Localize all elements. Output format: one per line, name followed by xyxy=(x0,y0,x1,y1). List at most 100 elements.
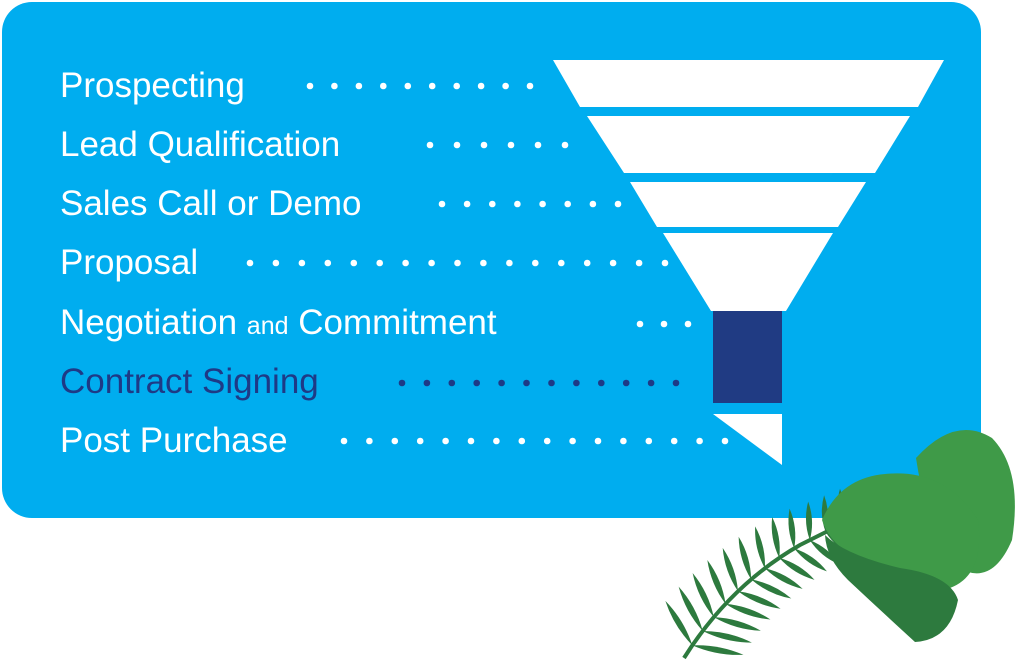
palm-frond xyxy=(738,536,752,580)
leader-dot xyxy=(583,259,591,267)
leader-dot xyxy=(463,200,471,208)
leader-dots xyxy=(246,82,729,445)
palm-frond xyxy=(771,517,780,558)
leader-dot xyxy=(493,437,500,445)
stage-label-commitment: Commitment xyxy=(288,303,497,342)
leader-dot xyxy=(620,437,627,445)
leader-dot xyxy=(473,379,481,387)
palm-frond xyxy=(692,645,744,655)
stage-label-prospecting: Prospecting xyxy=(60,66,245,105)
funnel-layer-post-purchase xyxy=(713,414,782,465)
green-leaf-icon xyxy=(822,429,1015,642)
leader-dot xyxy=(598,379,605,387)
leader-dot xyxy=(543,437,551,445)
leader-dot xyxy=(306,82,314,90)
leader-dot xyxy=(391,437,399,445)
stage-label-proposal: Proposal xyxy=(60,243,199,282)
leader-dot xyxy=(350,259,358,267)
leader-dot xyxy=(477,82,485,90)
palm-frond xyxy=(692,572,714,618)
funnel-layer-prospecting xyxy=(553,60,944,107)
leader-dot xyxy=(609,259,617,267)
leader-dot xyxy=(454,259,461,267)
leader-dot xyxy=(661,259,669,267)
leader-dot xyxy=(366,437,373,445)
leader-dot xyxy=(453,82,461,90)
leader-dot xyxy=(672,379,680,387)
stage-label-negotiation-and-commitment: Negotiation and Commitment xyxy=(60,303,497,343)
leader-dot xyxy=(569,437,576,445)
palm-frond xyxy=(678,586,703,631)
palm-frond xyxy=(794,548,827,572)
leader-dot xyxy=(404,82,412,90)
palm-frond xyxy=(738,591,781,609)
leader-dot xyxy=(594,437,602,445)
palm-leaf-icon xyxy=(665,482,884,660)
leader-dot xyxy=(670,437,678,445)
palm-frond xyxy=(702,630,752,643)
leader-dot xyxy=(573,379,580,387)
leader-dot xyxy=(514,200,521,208)
leader-dot xyxy=(428,259,435,267)
leader-dot xyxy=(622,379,630,387)
funnel-layer-lead-qualification xyxy=(587,116,910,173)
leader-dot xyxy=(355,82,363,90)
leader-dot xyxy=(380,82,387,90)
palm-frond xyxy=(713,617,761,631)
leader-dot xyxy=(721,437,729,445)
leader-dot xyxy=(272,259,280,267)
leader-dot xyxy=(340,437,348,445)
leader-dot xyxy=(480,141,488,149)
leader-dot xyxy=(502,82,509,90)
leader-dot xyxy=(561,141,569,149)
leader-dot xyxy=(684,320,692,328)
leader-dot xyxy=(376,259,384,267)
leader-dot xyxy=(614,200,622,208)
leader-dot xyxy=(506,259,513,267)
stage-label-lead-qualification: Lead Qualification xyxy=(60,125,341,164)
palm-frond xyxy=(755,526,765,569)
leader-dot xyxy=(507,141,515,149)
leader-dot xyxy=(539,200,546,208)
funnel-layer-sales-call xyxy=(630,182,866,227)
leader-dot xyxy=(635,259,643,267)
leader-dot xyxy=(428,82,436,90)
stage-label-contract-signing: Contract Signing xyxy=(60,362,319,401)
leader-dot xyxy=(442,437,449,445)
leader-dot xyxy=(534,141,542,149)
palm-frond xyxy=(751,579,792,599)
leader-dot xyxy=(548,379,555,387)
palm-frond xyxy=(805,501,813,541)
leader-dot xyxy=(489,200,496,208)
leader-dot xyxy=(498,379,505,387)
leader-dot xyxy=(426,141,434,149)
leader-dot xyxy=(453,141,461,149)
stage-label-sales-call-or-demo: Sales Call or Demo xyxy=(60,184,362,223)
funnel-layer-proposal xyxy=(663,233,833,311)
leader-dot xyxy=(398,379,406,387)
funnel-shapes xyxy=(553,60,944,465)
leader-dot xyxy=(564,200,571,208)
leader-dot xyxy=(589,200,597,208)
palm-frond xyxy=(725,603,771,620)
palm-frond xyxy=(788,508,796,549)
leader-dot xyxy=(523,379,530,387)
leader-dot xyxy=(438,200,446,208)
leader-dot xyxy=(423,379,431,387)
leader-dot xyxy=(467,437,475,445)
stage-label-and: and xyxy=(246,312,289,340)
leader-dot xyxy=(416,437,424,445)
stage-label-post-purchase: Post Purchase xyxy=(60,421,288,460)
leader-dot xyxy=(246,259,254,267)
palm-frond xyxy=(764,568,803,589)
palm-frond xyxy=(779,557,815,580)
leader-dot xyxy=(324,259,332,267)
leader-dot xyxy=(402,259,409,267)
leader-dot xyxy=(696,437,703,445)
leader-dot xyxy=(532,259,539,267)
leader-dot xyxy=(331,82,338,90)
leader-dot xyxy=(660,320,668,328)
palm-frond xyxy=(722,547,739,592)
